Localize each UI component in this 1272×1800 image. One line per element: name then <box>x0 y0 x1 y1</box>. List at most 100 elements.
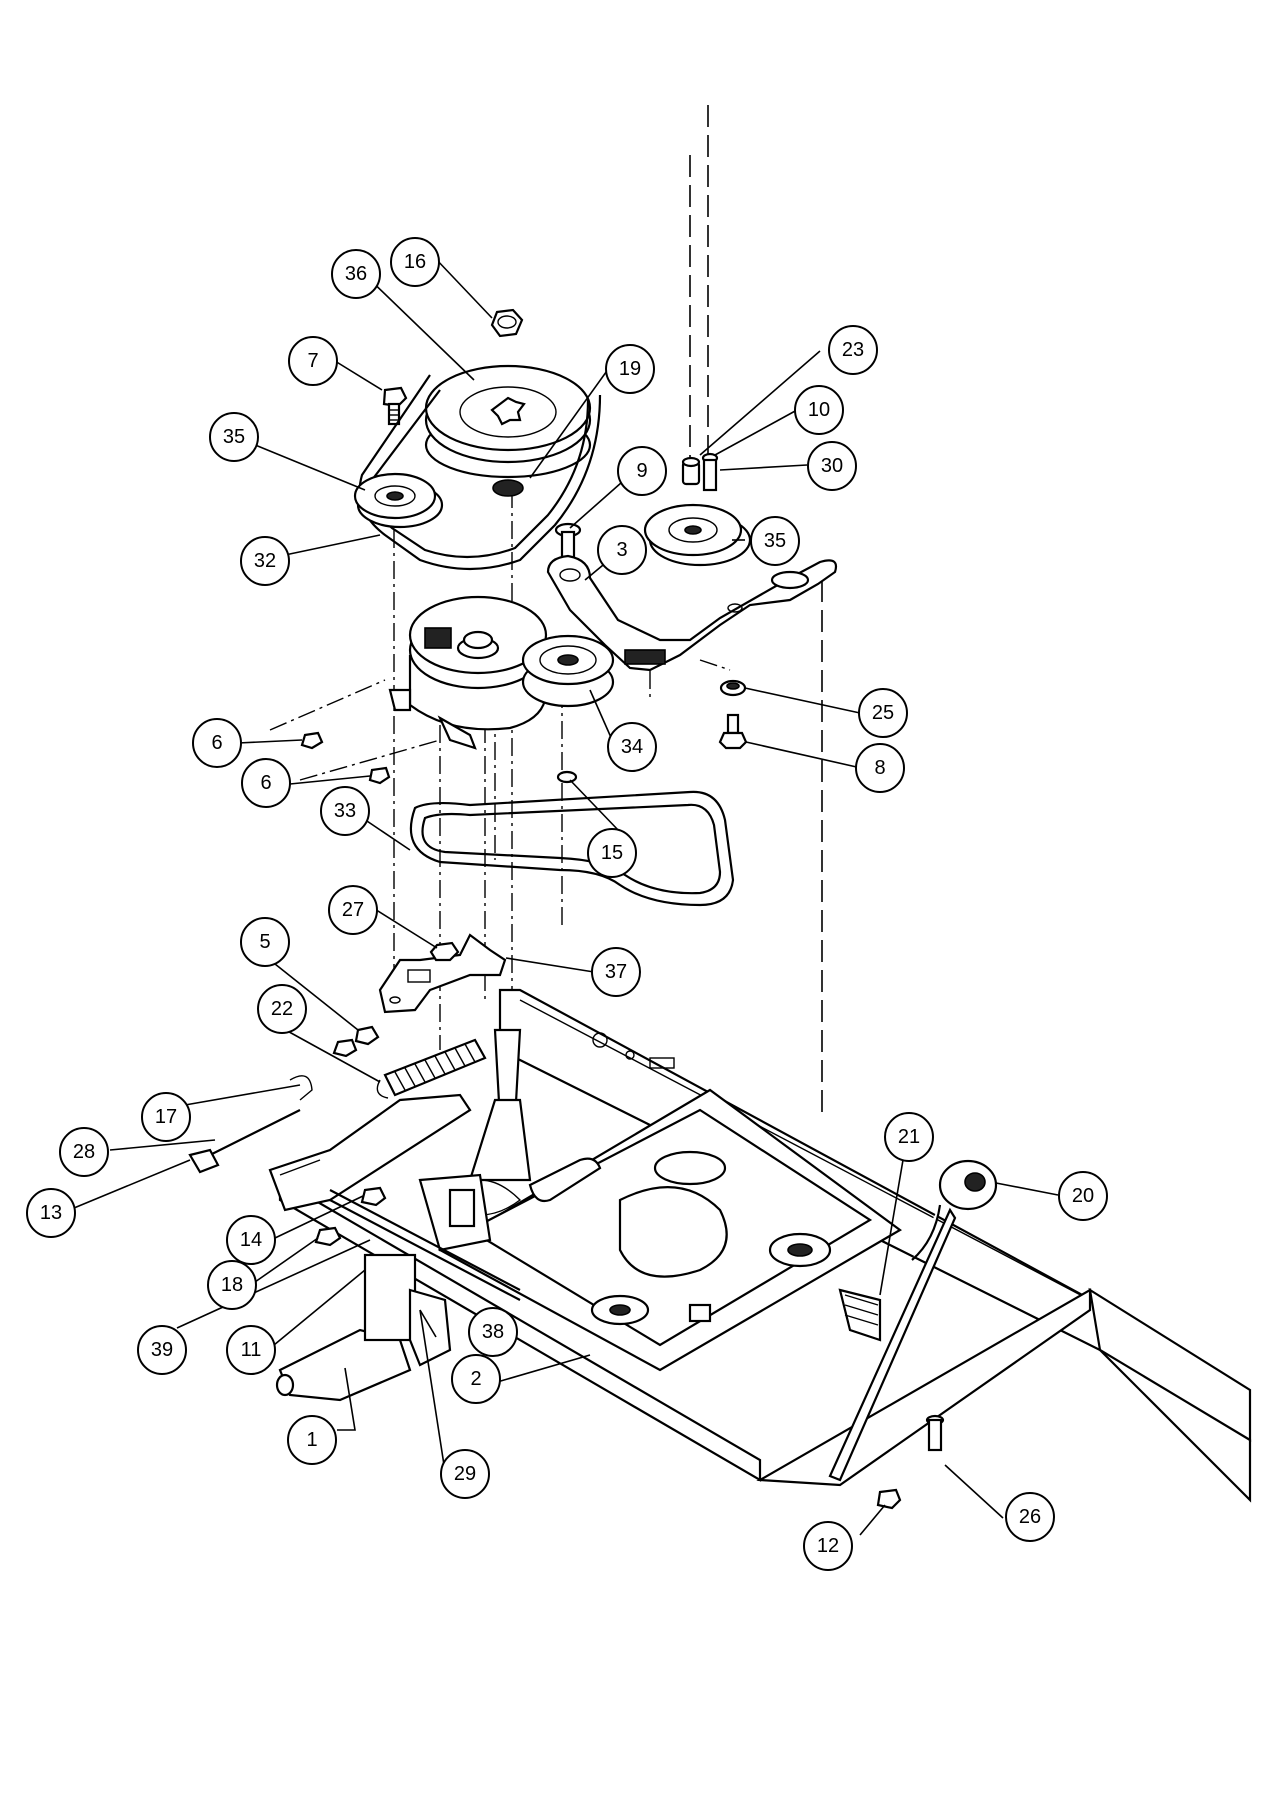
callout-34[interactable]: 34 <box>607 722 657 772</box>
lever-21 <box>828 1204 957 1482</box>
motion-plate <box>437 1088 902 1372</box>
svg-text:26: 26 <box>1019 1506 1041 1528</box>
leader-lines <box>73 257 1059 1536</box>
callout-7[interactable]: 7 <box>288 336 338 386</box>
svg-text:32: 32 <box>254 550 276 572</box>
svg-text:28: 28 <box>73 1141 95 1163</box>
svg-text:10: 10 <box>808 399 830 421</box>
svg-text:8: 8 <box>874 757 885 779</box>
pulley-36 <box>424 364 592 497</box>
callout-8[interactable]: 8 <box>855 743 905 793</box>
callout-36[interactable]: 36 <box>331 249 381 299</box>
callout-19[interactable]: 19 <box>605 344 655 394</box>
pto-clutch <box>388 595 548 750</box>
hairpin-17 <box>289 1075 313 1101</box>
svg-text:34: 34 <box>621 736 643 758</box>
belt-33 <box>409 790 735 907</box>
svg-text:27: 27 <box>342 899 364 921</box>
bolt-12 <box>876 1488 902 1510</box>
callout-3[interactable]: 3 <box>597 525 647 575</box>
callout-33[interactable]: 33 <box>320 786 370 836</box>
callout-15[interactable]: 15 <box>587 828 637 878</box>
callout-6-lower[interactable]: 6 <box>241 758 291 808</box>
callout-32[interactable]: 32 <box>240 536 290 586</box>
callout-16[interactable]: 16 <box>390 237 440 287</box>
callout-26[interactable]: 26 <box>1005 1492 1055 1542</box>
callout-17[interactable]: 17 <box>141 1092 191 1142</box>
svg-text:30: 30 <box>821 455 843 477</box>
callout-11[interactable]: 11 <box>226 1325 276 1375</box>
svg-text:25: 25 <box>872 702 894 724</box>
callout-6-upper[interactable]: 6 <box>192 718 242 768</box>
callout-25[interactable]: 25 <box>858 688 908 738</box>
svg-text:20: 20 <box>1072 1185 1094 1207</box>
callout-22[interactable]: 22 <box>257 984 307 1034</box>
svg-text:6: 6 <box>260 772 271 794</box>
callout-30[interactable]: 30 <box>807 441 857 491</box>
callout-29[interactable]: 29 <box>440 1449 490 1499</box>
ferrule-13 <box>188 1148 220 1174</box>
spring-lever <box>838 1288 882 1342</box>
callout-9[interactable]: 9 <box>617 446 667 496</box>
callout-2[interactable]: 2 <box>451 1354 501 1404</box>
shaft-assembly <box>439 1028 532 1216</box>
transaxle-1 <box>275 1253 452 1402</box>
svg-text:5: 5 <box>259 931 270 953</box>
bolt-6-lower <box>368 766 391 785</box>
svg-text:37: 37 <box>605 961 627 983</box>
callout-23[interactable]: 23 <box>828 325 878 375</box>
callout-18[interactable]: 18 <box>207 1260 257 1310</box>
callout-5[interactable]: 5 <box>240 917 290 967</box>
shoulder-bolt-30 <box>701 452 719 492</box>
bolt-5 <box>332 1025 380 1058</box>
svg-text:35: 35 <box>764 530 786 552</box>
callout-35-right[interactable]: 35 <box>750 516 800 566</box>
svg-text:35: 35 <box>223 426 245 448</box>
bolt-18 <box>314 1226 342 1247</box>
svg-text:19: 19 <box>619 358 641 380</box>
svg-text:13: 13 <box>40 1202 62 1224</box>
callout-28[interactable]: 28 <box>59 1127 109 1177</box>
bolt-26 <box>925 1414 945 1452</box>
svg-text:33: 33 <box>334 800 356 822</box>
bolt-7 <box>382 386 408 426</box>
idler-pulley-35-right <box>643 503 752 567</box>
svg-text:9: 9 <box>636 460 647 482</box>
bolt-8 <box>718 713 748 750</box>
svg-text:7: 7 <box>307 350 318 372</box>
callout-13[interactable]: 13 <box>26 1188 76 1238</box>
svg-text:38: 38 <box>482 1321 504 1343</box>
spacer-23 <box>681 456 701 486</box>
idler-pulley-35-left <box>353 472 444 529</box>
knob-20 <box>938 1159 998 1211</box>
callout-10[interactable]: 10 <box>794 385 844 435</box>
bracket-37 <box>378 933 507 1014</box>
svg-text:23: 23 <box>842 339 864 361</box>
rod-28 <box>209 1109 301 1156</box>
callout-1[interactable]: 1 <box>287 1415 337 1465</box>
svg-text:6: 6 <box>211 732 222 754</box>
bolt-6-upper <box>300 731 324 750</box>
svg-text:36: 36 <box>345 263 367 285</box>
callout-38[interactable]: 38 <box>468 1307 518 1357</box>
callouts: 16 36 7 19 35 23 10 30 9 3 35 32 25 8 34… <box>26 237 1108 1571</box>
callout-35-left[interactable]: 35 <box>209 412 259 462</box>
svg-text:14: 14 <box>240 1229 262 1251</box>
svg-text:29: 29 <box>454 1463 476 1485</box>
nut-27 <box>429 941 460 962</box>
callout-27[interactable]: 27 <box>328 885 378 935</box>
callout-12[interactable]: 12 <box>803 1521 853 1571</box>
svg-text:11: 11 <box>241 1339 262 1361</box>
shift-rod <box>329 1189 521 1301</box>
callout-21[interactable]: 21 <box>884 1112 934 1162</box>
svg-text:17: 17 <box>155 1106 177 1128</box>
svg-text:22: 22 <box>271 998 293 1020</box>
svg-text:21: 21 <box>898 1126 920 1148</box>
callout-14[interactable]: 14 <box>226 1215 276 1265</box>
callout-20[interactable]: 20 <box>1058 1171 1108 1221</box>
pump-unit <box>418 1173 492 1252</box>
callout-37[interactable]: 37 <box>591 947 641 997</box>
callout-39[interactable]: 39 <box>137 1325 187 1375</box>
svg-text:3: 3 <box>616 539 627 561</box>
